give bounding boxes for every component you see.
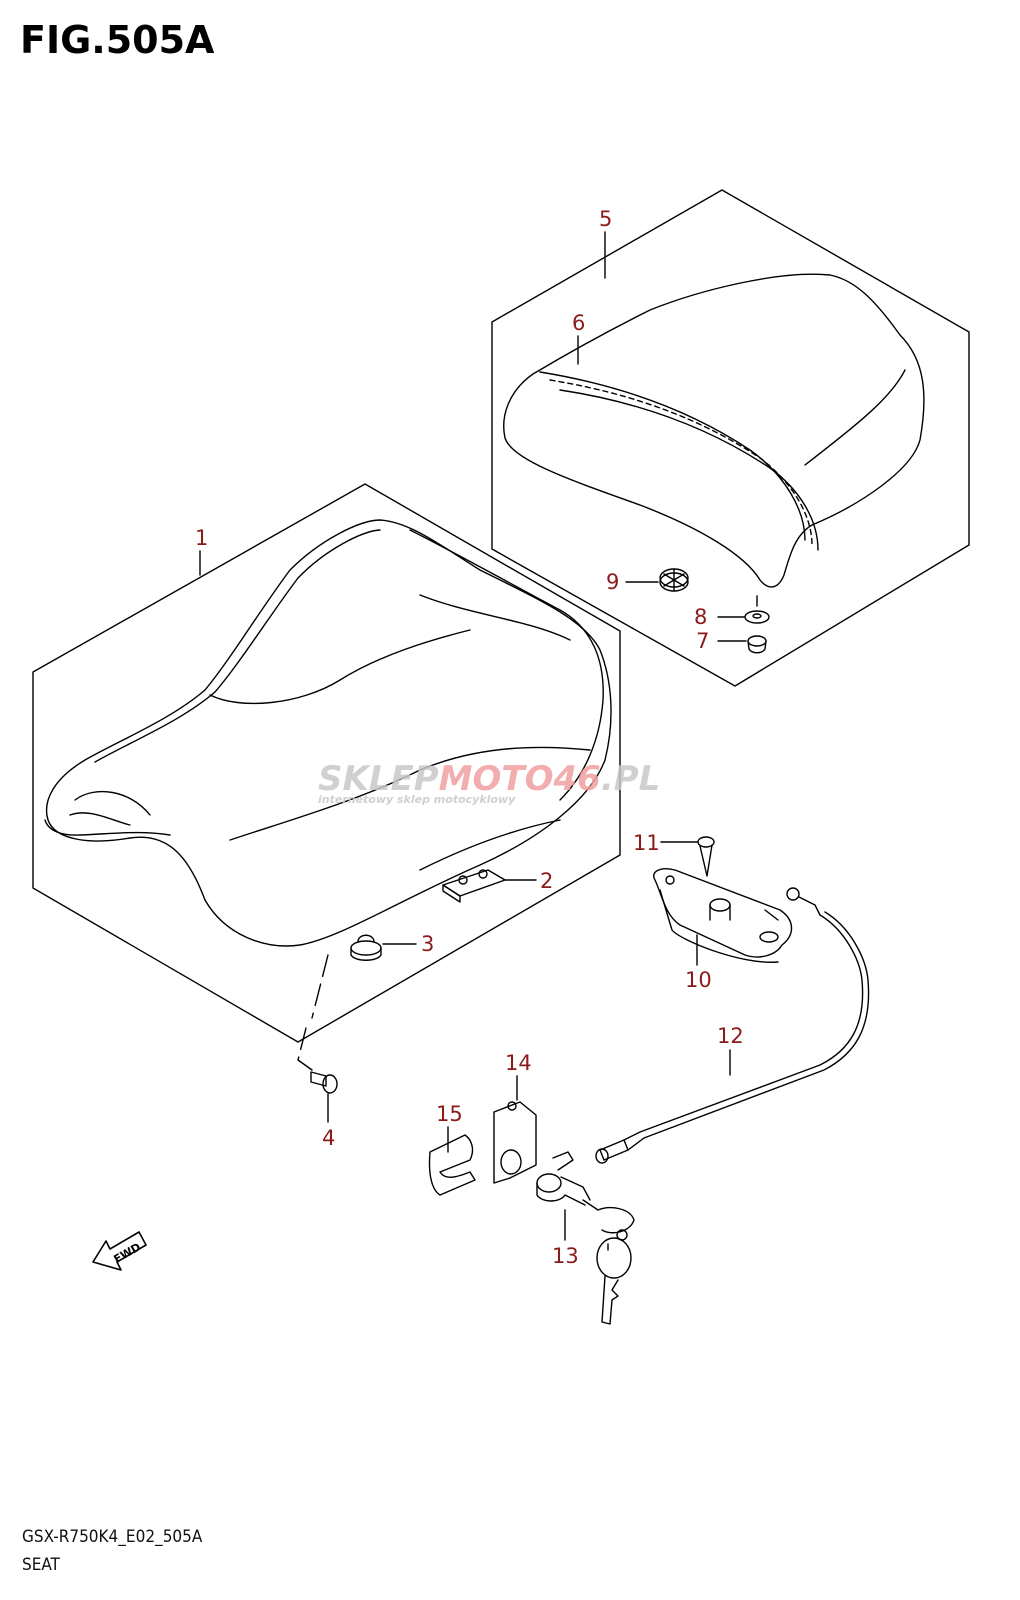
screw-11	[697, 836, 715, 877]
lock-cylinder-13	[536, 1151, 635, 1325]
bracket-2	[442, 869, 506, 903]
lock-bracket-10	[653, 868, 793, 963]
bolt-4	[310, 1071, 338, 1094]
clip-15	[428, 1134, 476, 1196]
callout-13: 13	[552, 1244, 579, 1268]
figure-title: FIG.505A	[20, 18, 215, 62]
watermark-brand-c: 46	[553, 759, 601, 799]
rear-seat-group-outline	[491, 189, 970, 687]
callout-6: 6	[572, 311, 585, 335]
figure-code: GSX-R750K4_E02_505A	[22, 1527, 203, 1547]
callout-9: 9	[606, 570, 619, 594]
watermark: SKLEPMOTO46.PL internetowy sklep motocyk…	[318, 759, 660, 806]
bracket-14	[493, 1101, 537, 1184]
callout-7: 7	[696, 629, 709, 653]
cable-12	[595, 887, 870, 1164]
rear-seat-drawing	[503, 273, 925, 588]
watermark-tagline: internetowy sklep motocyklowy	[318, 793, 516, 806]
callout-2: 2	[540, 869, 553, 893]
callout-14: 14	[505, 1051, 532, 1075]
watermark-brand-d: .PL	[601, 759, 661, 799]
svg-text:SKLEPMOTO46.PL: SKLEPMOTO46.PL	[318, 759, 660, 799]
callout-5: 5	[599, 207, 612, 231]
callout-4: 4	[322, 1126, 335, 1150]
callout-10: 10	[685, 968, 712, 992]
callout-3: 3	[421, 932, 434, 956]
fwd-label: FWD	[111, 1240, 142, 1266]
watermark-brand-a: SKLEP	[318, 759, 439, 799]
forward-arrow-icon	[92, 1231, 147, 1271]
watermark-brand-b: MOTO	[439, 759, 554, 799]
front-seat-drawing	[44, 519, 612, 947]
nut-7	[747, 635, 767, 654]
figure-name: SEAT	[22, 1555, 60, 1575]
callout-8: 8	[694, 605, 707, 629]
callout-12: 12	[717, 1024, 744, 1048]
front-seat-group-outline	[32, 483, 621, 1043]
callout-1: 1	[195, 526, 208, 550]
washer-8	[744, 610, 770, 624]
grommet-9	[659, 568, 689, 592]
bumper-3	[350, 934, 382, 961]
callout-11: 11	[633, 831, 660, 855]
callout-15: 15	[436, 1102, 463, 1126]
